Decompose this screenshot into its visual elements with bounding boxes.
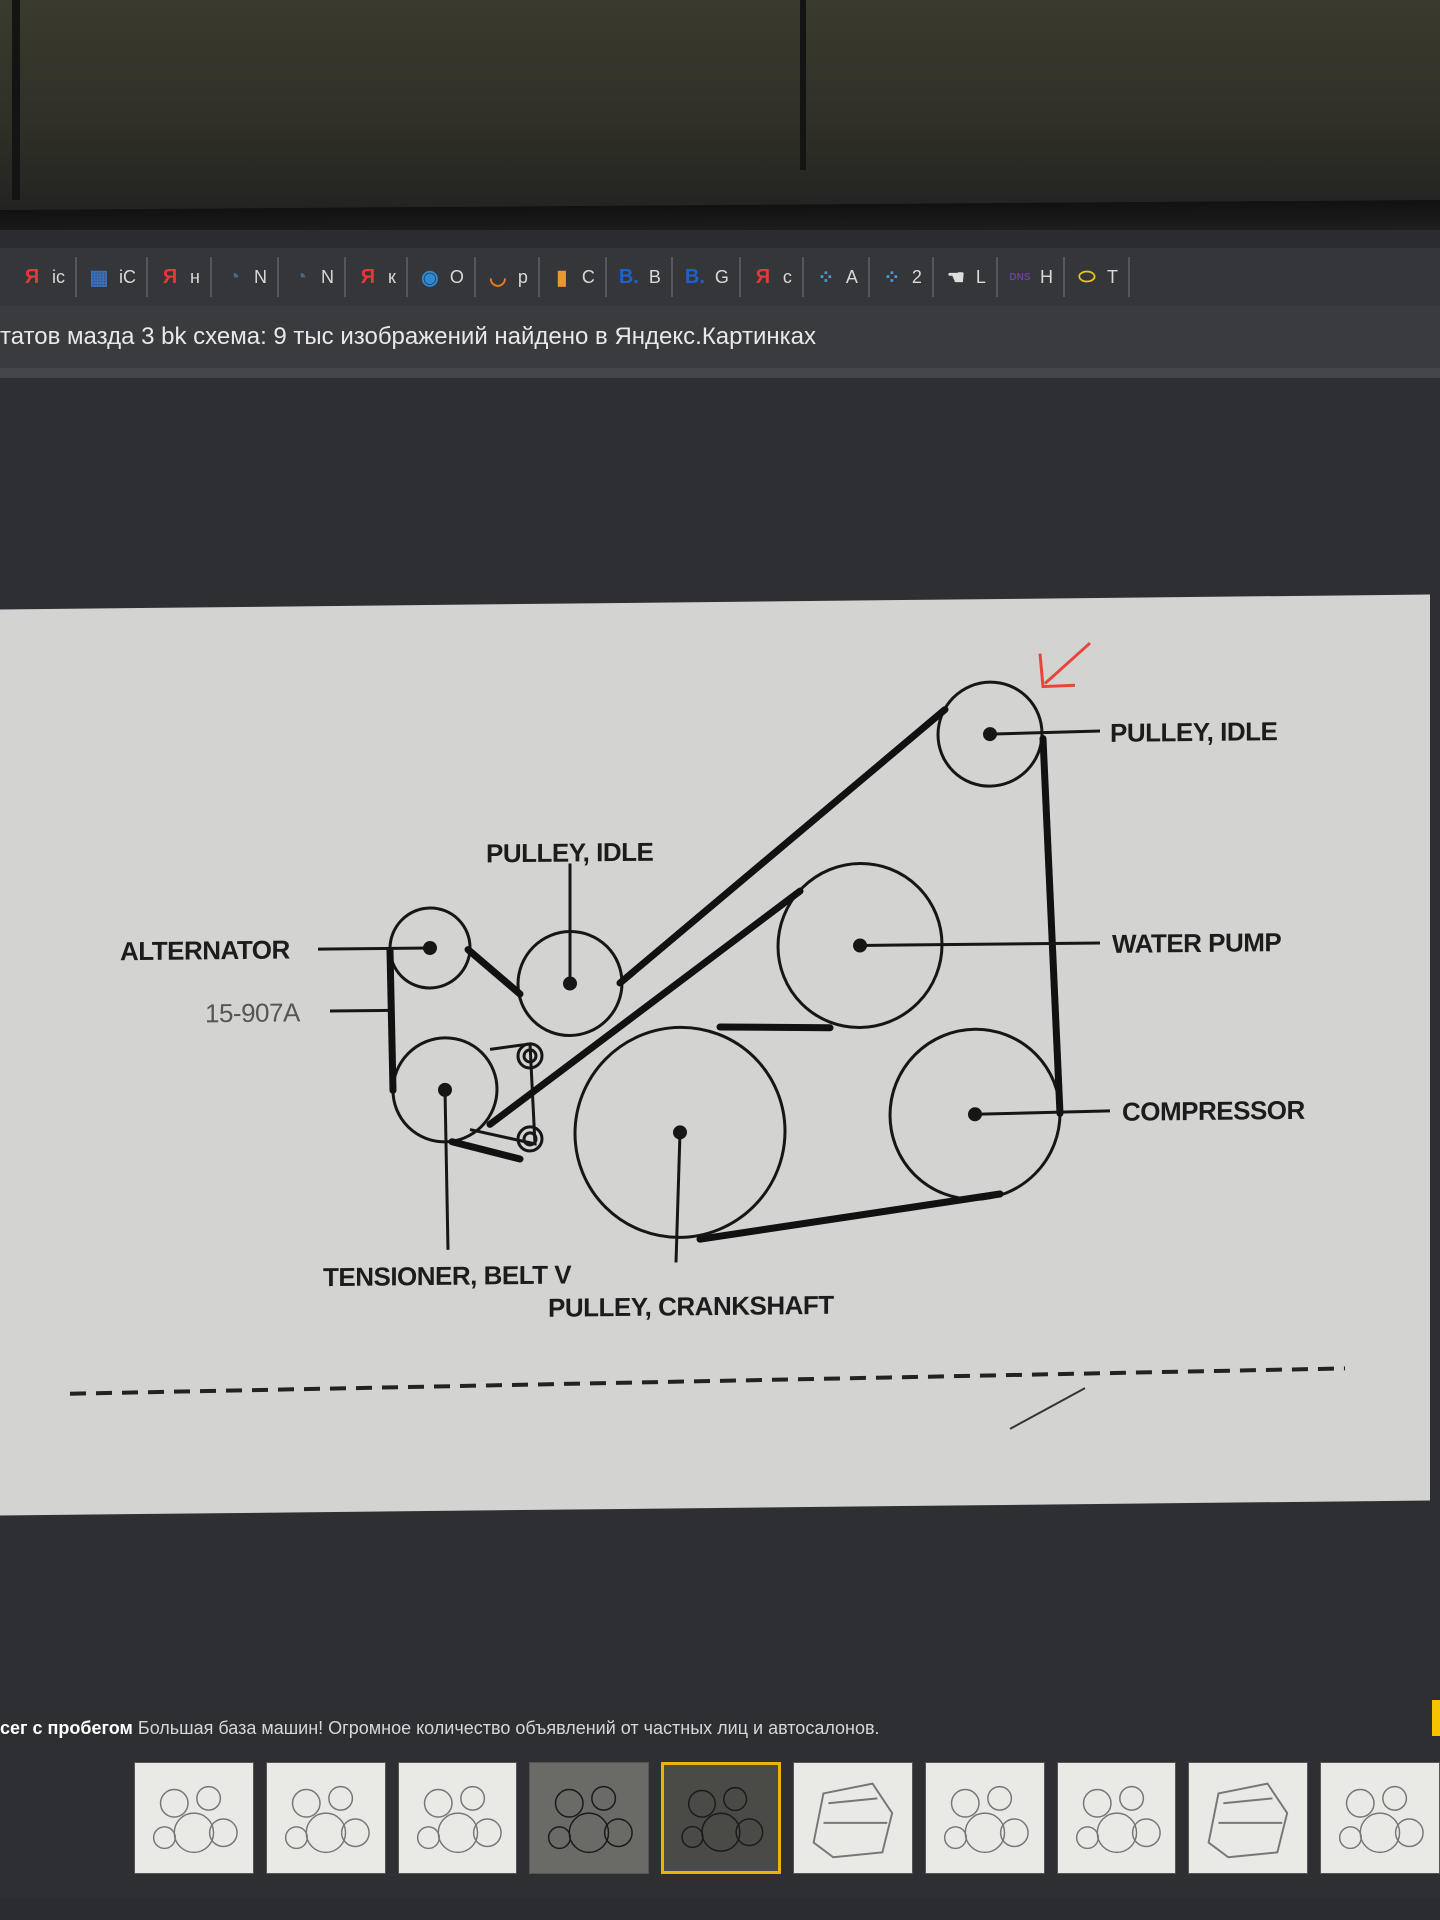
bookmark-label: с bbox=[782, 266, 792, 287]
bookmark-label: ic bbox=[52, 266, 65, 287]
label-alternator: ALTERNATOR bbox=[120, 934, 290, 966]
bookmark-item[interactable]: ◔N bbox=[212, 257, 279, 297]
label-compressor: COMPRESSOR bbox=[1122, 1095, 1306, 1127]
thumbnail[interactable] bbox=[397, 1762, 518, 1874]
thumbnail-strip bbox=[134, 1762, 1440, 1880]
bookmark-favicon-icon: ⬭ bbox=[1078, 265, 1096, 288]
bookmark-item[interactable]: ⬭T bbox=[1065, 257, 1130, 297]
thumbnail[interactable] bbox=[793, 1762, 913, 1874]
belt-diagram-icon bbox=[681, 1786, 764, 1852]
thumbnail-selected[interactable] bbox=[661, 1762, 782, 1874]
bookmark-label: H bbox=[1039, 266, 1053, 287]
bookmark-label: B bbox=[648, 266, 661, 287]
bookmark-favicon-icon: ◡ bbox=[489, 266, 507, 289]
bookmark-item[interactable]: ◡р bbox=[476, 257, 540, 297]
bookmark-favicon-icon: ☚ bbox=[946, 266, 965, 289]
bookmark-item[interactable]: ▦ iC bbox=[77, 257, 148, 297]
bookmark-item[interactable]: B. B bbox=[607, 257, 673, 297]
engine-drawing-icon bbox=[812, 1782, 894, 1859]
bookmark-label: к bbox=[387, 266, 396, 287]
bookmark-label: 2 bbox=[911, 266, 922, 287]
bookmark-label: A bbox=[845, 266, 858, 287]
bookmark-item[interactable]: ⁘A bbox=[804, 257, 870, 297]
bookmark-favicon-icon: Я bbox=[755, 265, 771, 288]
bookmark-favicon-icon: ◔ bbox=[294, 265, 307, 288]
bookmark-favicon-icon: Я bbox=[360, 265, 376, 288]
label-water-pump: WATER PUMP bbox=[1112, 927, 1281, 959]
thumbnail[interactable] bbox=[265, 1762, 386, 1874]
highlight-arrow bbox=[1038, 641, 1091, 689]
bookmark-favicon-icon: DNS bbox=[1009, 271, 1031, 283]
bookmark-favicon-icon: ⁘ bbox=[817, 266, 835, 289]
bookmark-item[interactable]: ◉О bbox=[408, 257, 476, 297]
bookmark-label: О bbox=[449, 266, 464, 287]
bookmark-label: iC bbox=[119, 266, 136, 287]
cable bbox=[800, 0, 806, 170]
thumbnail[interactable] bbox=[1320, 1762, 1440, 1874]
bookmark-favicon-icon: B. bbox=[618, 265, 639, 288]
bookmark-favicon-icon: Я bbox=[162, 265, 178, 288]
thumbnail[interactable] bbox=[134, 1762, 254, 1874]
belt-routing-diagram[interactable]: PULLEY, IDLE PULLEY, IDLE ALTERNATOR 15-… bbox=[0, 594, 1430, 1516]
caption-text: Большая база машин! Огромное количество … bbox=[137, 1718, 880, 1738]
thumbnail[interactable] bbox=[924, 1762, 1045, 1874]
bookmark-label: T bbox=[1106, 266, 1118, 287]
bookmark-favicon-icon: ▦ bbox=[89, 266, 109, 289]
bookmark-label: н bbox=[190, 266, 200, 287]
bookmark-label: р bbox=[517, 266, 528, 287]
title-strip bbox=[0, 368, 1440, 378]
belt-diagram-icon bbox=[1339, 1785, 1425, 1854]
belt-diagram-icon bbox=[284, 1785, 370, 1854]
bookmark-item[interactable]: ◔N bbox=[279, 257, 346, 297]
caption-source[interactable]: сег с пробегом bbox=[0, 1718, 133, 1738]
belt-diagram-icon bbox=[1075, 1785, 1161, 1854]
thumbnail[interactable] bbox=[1188, 1762, 1309, 1874]
label-tensioner: TENSIONER, BELT V bbox=[323, 1259, 572, 1292]
label-pulley-idle-top: PULLEY, IDLE bbox=[1110, 716, 1278, 748]
bookmark-favicon-icon: ◔ bbox=[227, 265, 240, 288]
bookmark-favicon-icon: Я bbox=[24, 265, 40, 288]
bookmark-favicon-icon: ◉ bbox=[421, 266, 439, 289]
bookmark-favicon-icon: ▮ bbox=[556, 266, 568, 289]
image-caption[interactable]: сег с пробегом Большая база машин! Огром… bbox=[0, 1718, 1440, 1748]
belt-diagram-icon bbox=[152, 1785, 238, 1854]
bookmark-label: N bbox=[320, 266, 334, 287]
bookmark-item[interactable]: DNS H bbox=[998, 257, 1065, 297]
belt-diagram-icon bbox=[943, 1785, 1029, 1854]
background-room bbox=[0, 0, 1440, 215]
bookmark-label: G bbox=[714, 266, 729, 287]
label-part-number: 15-907A bbox=[205, 997, 301, 1028]
bookmark-item[interactable]: B. G bbox=[673, 257, 741, 297]
title-bar: татов мазда 3 bk схема: 9 тыс изображени… bbox=[0, 306, 1440, 368]
label-pulley-idle-mid: PULLEY, IDLE bbox=[486, 837, 654, 869]
bookmark-label: L bbox=[975, 266, 986, 287]
belt-diagram-icon bbox=[548, 1785, 634, 1854]
bookmark-label: С bbox=[581, 266, 595, 287]
bookmark-item[interactable]: ▮С bbox=[540, 257, 607, 297]
belt-diagram-icon bbox=[416, 1785, 502, 1854]
cable bbox=[12, 0, 20, 200]
bookmark-item[interactable]: ⁘2 bbox=[870, 257, 934, 297]
scroll-marker bbox=[1432, 1700, 1440, 1736]
thumbnail[interactable] bbox=[1056, 1762, 1177, 1874]
thumbnail[interactable] bbox=[529, 1762, 650, 1874]
crankshaft-pulley bbox=[573, 1025, 787, 1239]
belt-diagram-svg: PULLEY, IDLE PULLEY, IDLE ALTERNATOR 15-… bbox=[69, 641, 1346, 1430]
label-crankshaft: PULLEY, CRANKSHAFT bbox=[548, 1290, 834, 1323]
engine-drawing-icon bbox=[1207, 1782, 1289, 1859]
bookmark-label: N bbox=[253, 266, 267, 287]
bookmark-favicon-icon: B. bbox=[684, 265, 705, 288]
page-title: татов мазда 3 bk схема: 9 тыс изображени… bbox=[0, 323, 816, 350]
bookmark-favicon-icon: ⁘ bbox=[883, 266, 901, 289]
bookmark-item[interactable]: ☚L bbox=[934, 257, 998, 297]
